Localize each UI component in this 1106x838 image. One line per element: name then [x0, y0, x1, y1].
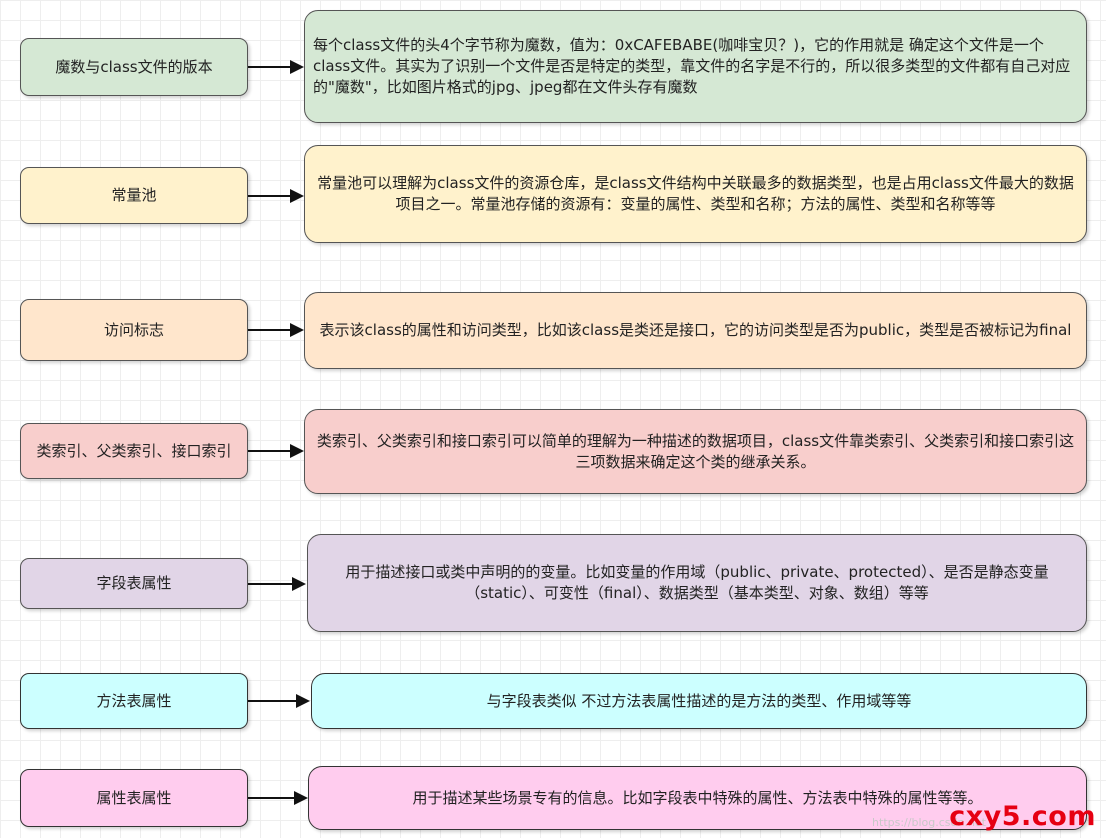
desc-access-flags: 表示该class的属性和访问类型，比如该class是类还是接口，它的访问类型是否… — [304, 292, 1087, 369]
arrow-6 — [248, 694, 310, 708]
blog-watermark: https://blog.csdn.net — [872, 816, 986, 829]
arrow-1 — [248, 60, 304, 74]
desc-constant-pool: 常量池可以理解为class文件的资源仓库，是class文件结构中关联最多的数据类… — [304, 145, 1087, 243]
site-watermark: cxy5.com — [949, 801, 1096, 832]
desc-text: 用于描述某些场景专有的信息。比如字段表中特殊的属性、方法表中特殊的属性等等。 — [412, 788, 983, 807]
desc-text: 表示该class的属性和访问类型，比如该class是类还是接口，它的访问类型是否… — [319, 321, 1072, 339]
label-text: 常量池 — [111, 186, 157, 204]
desc-class-index: 类索引、父类索引和接口索引可以简单的理解为一种描述的数据项目，class文件靠类… — [304, 409, 1087, 494]
label-attribute-table: 属性表属性 — [20, 769, 248, 827]
label-field-table: 字段表属性 — [20, 558, 248, 609]
label-access-flags: 访问标志 — [20, 299, 248, 361]
desc-text: 与字段表类似 不过方法表属性描述的是方法的类型、作用域等等 — [486, 691, 912, 710]
desc-magic-number: 每个class文件的头4个字节称为魔数，值为：0xCAFEBABE(咖啡宝贝？)… — [304, 10, 1087, 123]
desc-field-table: 用于描述接口或类中声明的的变量。比如变量的作用域（public、private、… — [307, 534, 1087, 632]
desc-text: 常量池可以理解为class文件的资源仓库，是class文件结构中关联最多的数据类… — [317, 174, 1074, 213]
label-text: 魔数与class文件的版本 — [55, 57, 213, 76]
label-method-table: 方法表属性 — [20, 673, 248, 729]
arrow-2 — [248, 189, 304, 203]
arrow-5 — [248, 577, 306, 591]
desc-attribute-table: 用于描述某些场景专有的信息。比如字段表中特殊的属性、方法表中特殊的属性等等。 — [308, 766, 1087, 830]
arrow-4 — [248, 444, 304, 458]
label-text: 属性表属性 — [96, 788, 172, 807]
label-text: 方法表属性 — [96, 691, 172, 710]
label-constant-pool: 常量池 — [20, 167, 248, 224]
label-text: 字段表属性 — [96, 574, 172, 592]
desc-method-table: 与字段表类似 不过方法表属性描述的是方法的类型、作用域等等 — [311, 673, 1087, 729]
desc-text: 用于描述接口或类中声明的的变量。比如变量的作用域（public、private、… — [345, 563, 1049, 602]
label-class-index: 类索引、父类索引、接口索引 — [20, 423, 248, 479]
label-text: 访问标志 — [103, 320, 164, 339]
arrow-7 — [248, 791, 308, 805]
desc-text: 每个class文件的头4个字节称为魔数，值为：0xCAFEBABE(咖啡宝贝？)… — [313, 36, 1071, 96]
label-magic-number: 魔数与class文件的版本 — [20, 38, 248, 96]
desc-text: 类索引、父类索引和接口索引可以简单的理解为一种描述的数据项目，class文件靠类… — [316, 431, 1075, 471]
label-text: 类索引、父类索引、接口索引 — [36, 441, 232, 460]
arrow-3 — [248, 323, 304, 337]
